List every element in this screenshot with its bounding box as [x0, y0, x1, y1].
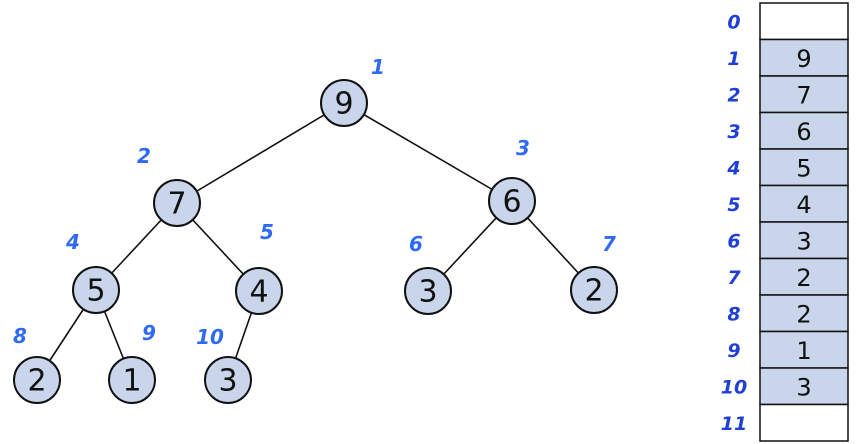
array-cell-0: 0: [727, 2, 849, 41]
tree-edge-1-2: [176, 102, 345, 204]
tree-node-5: 4: [235, 267, 283, 315]
tree-node-value: 7: [167, 187, 186, 222]
array-cell-2: 72: [727, 75, 849, 114]
tree-node-10: 3: [204, 356, 252, 404]
array-index-label: 8: [727, 303, 740, 325]
tree-index-label-5: 5: [260, 220, 274, 244]
tree-node-value: 3: [418, 275, 437, 310]
tree-index-label-2: 2: [137, 144, 151, 168]
tree-index-label-7: 7: [602, 232, 616, 256]
array-cell-box: [759, 148, 849, 187]
array-index-label: 7: [727, 267, 741, 289]
array-cell-value: 9: [796, 45, 811, 73]
array-cell-box: [759, 257, 849, 296]
array-cell-value: 7: [796, 81, 811, 109]
array-cell-9: 19: [727, 330, 849, 369]
array-cell-box: [759, 330, 849, 369]
array-cell-6: 36: [727, 221, 849, 260]
array-index-label: 3: [727, 121, 740, 143]
array-index-label: 0: [727, 11, 740, 33]
array-cell-7: 27: [727, 257, 849, 296]
array-cell-3: 63: [727, 111, 849, 150]
array-index-label: 9: [727, 340, 740, 362]
tree-node-circle: [204, 356, 252, 404]
array-cell-box: [759, 184, 849, 223]
array-cell-value: 4: [796, 191, 811, 219]
tree-node-circle: [153, 179, 201, 227]
array-cell-box: [759, 294, 849, 333]
array-cell-box: [759, 111, 849, 150]
array-index-label: 10: [721, 376, 747, 398]
tree-node-circle: [72, 266, 120, 314]
array-cell-box: [759, 75, 849, 114]
tree-edge-1-3: [343, 102, 513, 202]
tree-node-value: 3: [218, 364, 237, 399]
tree-index-label-3: 3: [516, 136, 530, 160]
tree-node-value: 2: [27, 364, 46, 399]
tree-node-value: 6: [502, 185, 521, 220]
tree-node-6: 3: [404, 267, 452, 315]
tree-index-label-8: 8: [13, 324, 27, 348]
tree-node-value: 2: [584, 274, 603, 309]
array-index-label: 4: [726, 157, 740, 179]
array-cell-5: 45: [727, 184, 849, 223]
tree-index-label-9: 9: [142, 321, 156, 345]
tree-index-label-10: 10: [196, 325, 224, 349]
array-index-label: 2: [727, 84, 740, 106]
array-cell-value: 2: [796, 300, 811, 328]
tree-node-value: 9: [334, 87, 353, 122]
array-cell-value: 5: [796, 154, 811, 182]
array-cell-box: [759, 2, 849, 41]
tree-node-3: 6: [488, 177, 536, 225]
tree-node-circle: [488, 177, 536, 225]
tree-node-circle: [320, 79, 368, 127]
tree-edges: [36, 102, 595, 381]
tree-node-1: 9: [320, 79, 368, 127]
array-cell-box: [759, 38, 849, 77]
tree-node-value: 4: [249, 275, 268, 310]
array-cell-value: 1: [796, 337, 811, 365]
tree-node-8: 2: [13, 356, 61, 404]
array-cell-value: 2: [796, 264, 811, 292]
tree-index-label-4: 4: [65, 230, 80, 254]
array-cell-box: [759, 221, 849, 260]
tree-node-9: 1: [108, 356, 156, 404]
array-index-label: 6: [727, 230, 740, 252]
tree-index-label-6: 6: [409, 232, 423, 256]
tree-node-2: 7: [153, 179, 201, 227]
array-cell-value: 3: [796, 227, 811, 255]
array-index-label: 5: [727, 194, 740, 216]
tree-node-circle: [235, 267, 283, 315]
array-cell-4: 54: [726, 148, 849, 187]
array-cell-value: 3: [796, 373, 811, 401]
array-index-label: 11: [721, 413, 747, 435]
tree-node-7: 2: [570, 266, 618, 314]
array-cell-box: [759, 403, 849, 442]
tree-node-circle: [570, 266, 618, 314]
array-cell-value: 6: [796, 118, 811, 146]
tree-node-value: 1: [122, 364, 141, 399]
array-cell-8: 28: [727, 294, 849, 333]
tree-node-circle: [404, 267, 452, 315]
array-cell-11: 11: [721, 403, 849, 442]
tree-node-value: 5: [86, 274, 105, 309]
tree-node-circle: [108, 356, 156, 404]
tree-node-4: 5: [72, 266, 120, 314]
array-cell-10: 3 10: [721, 367, 849, 406]
array-index-label: 1: [727, 48, 740, 70]
tree-index-label-1: 1: [371, 55, 385, 79]
tree-node-circle: [13, 356, 61, 404]
array-cell-1: 91: [727, 38, 849, 77]
